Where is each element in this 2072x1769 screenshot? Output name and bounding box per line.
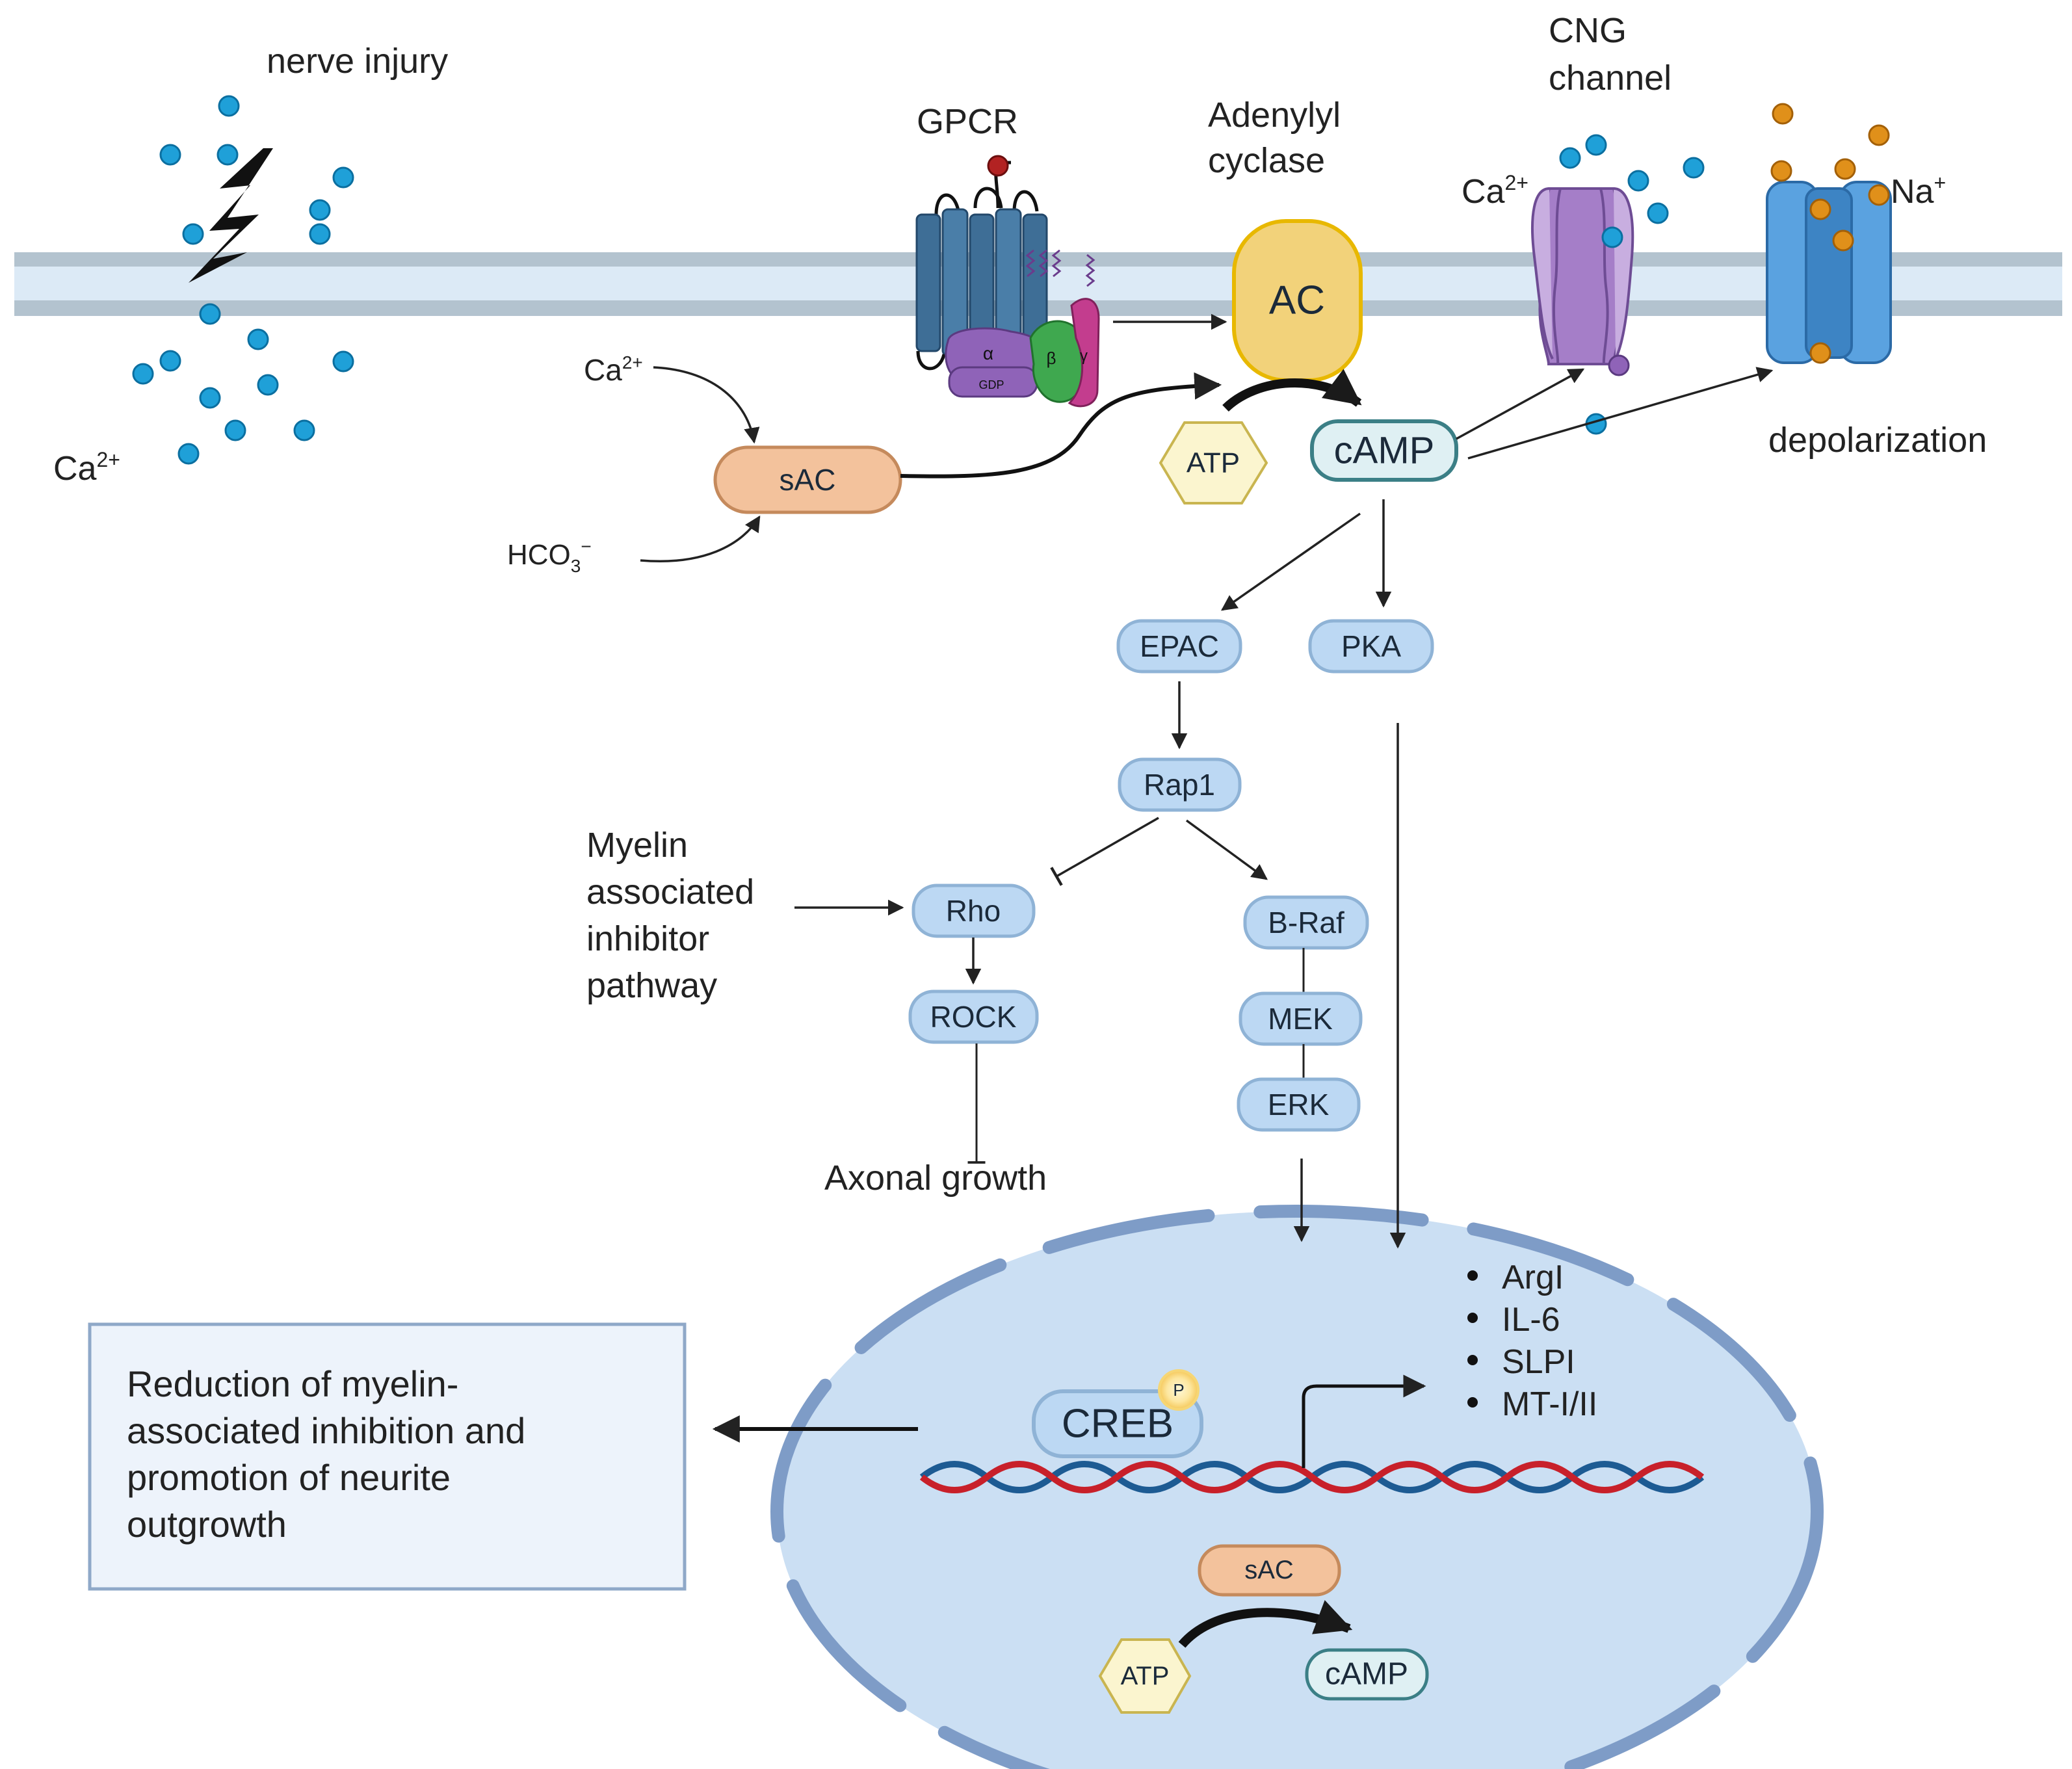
rap1-label: Rap1 [1144, 768, 1215, 802]
cng-calcium-ions [1559, 134, 1705, 435]
nucleus-atp-to-camp-arrow [1178, 1600, 1353, 1648]
gene-list: ArgI IL-6 SLPI MT-I/II [1467, 1259, 1597, 1423]
rap1-to-braf-arrow [1185, 819, 1268, 880]
gene-item: SLPI [1502, 1343, 1575, 1381]
nucleus-camp-label: cAMP [1325, 1657, 1408, 1692]
sac-label: sAC [780, 463, 836, 497]
braf-node [1243, 895, 1369, 950]
mek-label: MEK [1268, 1002, 1333, 1036]
axonal-growth-label: Axonal growth [824, 1159, 1047, 1198]
nucleus [770, 1205, 1824, 1769]
camp-to-cng-arrow [1456, 368, 1585, 440]
rho-node [911, 884, 1036, 938]
camp-to-epac-arrow [1220, 512, 1361, 611]
sodium-label: Na+ [1891, 171, 1946, 211]
braf-label: B-Raf [1268, 906, 1344, 939]
gpcr-receptor-icon: α GDP β γ [915, 155, 1100, 408]
nucleus-atp-label: ATP [1121, 1662, 1170, 1690]
gpcr-label: GPCR [917, 102, 1018, 141]
gdp-label: GDP [978, 378, 1004, 391]
atp-to-camp-curve-arrow [1222, 369, 1362, 412]
epac-label: EPAC [1140, 629, 1219, 663]
gene-item: ArgI [1502, 1259, 1564, 1296]
nucleus-camp-node [1305, 1648, 1429, 1701]
rock-label: ROCK [930, 1000, 1017, 1034]
outcome-text: Reduction of myelin- associated inhibiti… [127, 1363, 536, 1545]
epac-node [1116, 619, 1242, 674]
galpha-label: α [983, 343, 993, 363]
rap1-inhibits-rho-line [1050, 817, 1159, 886]
outcome-box [88, 1322, 687, 1591]
creb-node [1032, 1389, 1203, 1458]
nucleus-sac-label: sAC [1244, 1556, 1294, 1584]
camp-to-sodium-channel-arrow [1467, 367, 1774, 460]
phosphate-badge: P [1158, 1369, 1200, 1411]
transcription-start-arrow [1302, 1374, 1426, 1468]
calcium-outside-label: Ca2+ [53, 448, 120, 488]
hco3-to-sac-arrow [640, 515, 761, 562]
sodium-ions [1770, 103, 1890, 364]
calcium-sac-label: Ca2+ [584, 352, 643, 387]
camp-label: cAMP [1334, 430, 1435, 472]
gene-item: MT-I/II [1502, 1385, 1597, 1423]
pka-label: PKA [1341, 629, 1401, 663]
camp-node [1310, 419, 1458, 482]
erk-label: ERK [1268, 1088, 1330, 1121]
lightning-bolt-icon [189, 148, 273, 283]
gene-item: IL-6 [1502, 1301, 1560, 1339]
bicarbonate-label: HCO3− [507, 536, 592, 576]
ac-label: AC [1269, 278, 1325, 323]
dna-helix-icon [919, 1461, 1705, 1493]
gbeta-label: β [1047, 348, 1056, 368]
sac-node [713, 445, 902, 514]
ggamma-label: γ [1080, 347, 1088, 365]
calcium-ions-cluster [132, 95, 354, 465]
nucleus-sac-node [1198, 1544, 1341, 1597]
calcium-cng-label: Ca2+ [1462, 171, 1528, 211]
nucleus-atp-node [1098, 1638, 1192, 1714]
rock-node [908, 989, 1039, 1044]
atp-node [1159, 421, 1268, 504]
rap1-node [1118, 757, 1242, 812]
ca-to-sac-arrow [653, 366, 760, 444]
mek-node [1239, 991, 1363, 1046]
pka-node [1308, 619, 1434, 674]
sac-to-camp-arrow [900, 372, 1222, 478]
rho-label: Rho [946, 894, 1001, 928]
depolarization-label: depolarization [1768, 421, 1987, 460]
creb-label: CREB [1062, 1402, 1174, 1447]
cng-channel-icon [1530, 187, 1634, 365]
phosphate-label: P [1173, 1380, 1184, 1400]
myelin-inhibitor-pathway-label: Myelin associated inhibitor pathway [586, 826, 764, 1005]
nerve-injury-label: nerve injury [267, 42, 448, 81]
erk-node [1237, 1077, 1361, 1132]
atp-label: ATP [1187, 447, 1240, 479]
